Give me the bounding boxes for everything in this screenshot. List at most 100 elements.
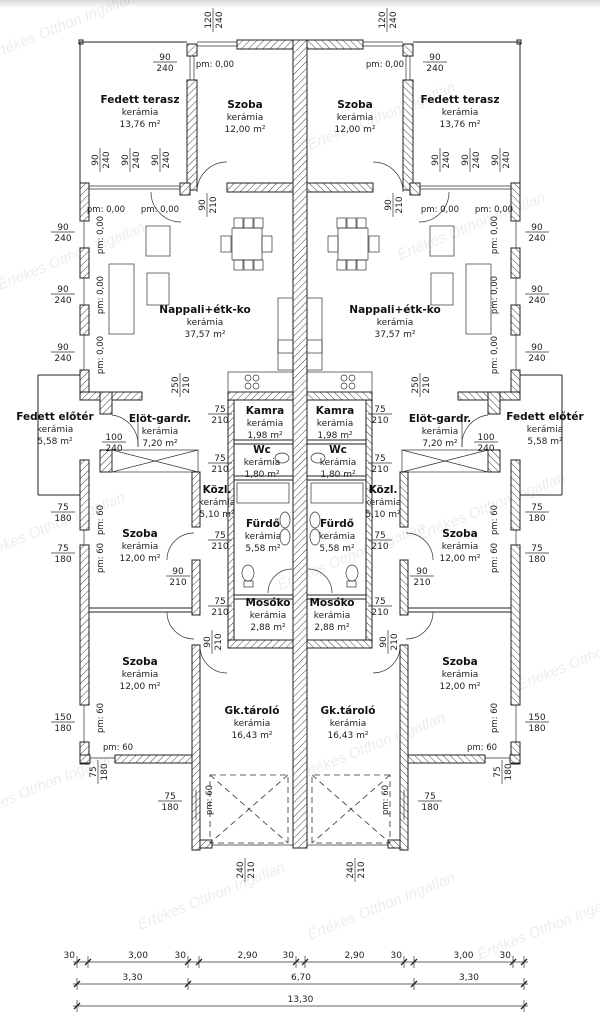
window-top-shadow — [0, 0, 600, 8]
chair-icon — [346, 217, 357, 229]
coffee-table-icon — [430, 272, 454, 306]
wall-service — [227, 399, 235, 649]
room-area-value: 5,58 — [319, 544, 342, 554]
wall-mosoko-bottom — [227, 639, 294, 649]
wall-szoba-left — [510, 741, 521, 765]
door-swing — [405, 532, 434, 561]
wall-pier — [186, 43, 198, 57]
sink-icon — [309, 528, 321, 546]
room-name: Gk.tároló — [321, 705, 376, 717]
skylight-box — [311, 774, 391, 844]
opening-width: 90 — [379, 636, 389, 648]
toilet-icon — [345, 564, 359, 582]
opening-height: 210 — [422, 376, 432, 393]
chair-icon — [253, 217, 264, 229]
room-name: Nappali+étk-ko — [349, 304, 440, 316]
watermark-text: Értékes Otthon Ingatlan — [305, 869, 458, 944]
room-name: Elöt-gardr. — [409, 413, 471, 425]
chair-icon — [336, 217, 347, 229]
wardrobe-x — [111, 449, 199, 473]
room-area-unit: m² — [273, 623, 286, 633]
room-area-unit: m² — [253, 125, 266, 135]
room-area-value: 12,00 — [439, 682, 468, 692]
opening-width: 90 — [431, 154, 441, 166]
sink-icon — [277, 339, 294, 354]
room-area-value: 12,00 — [439, 554, 468, 564]
opening-width: 90 — [531, 285, 543, 295]
wall-szoba-left — [79, 544, 90, 706]
wall-szoba-left — [79, 741, 90, 765]
room-area-unit: m² — [165, 439, 178, 449]
room-name: Fürdő — [320, 518, 354, 530]
wall-szoba-bottom — [79, 754, 91, 764]
room-area: 12,00 m² — [224, 125, 265, 135]
opening-height: 180 — [54, 724, 71, 734]
room-area-value: 5,58 — [37, 437, 60, 447]
room-name: Fürdő — [246, 518, 280, 530]
chair-icon — [327, 235, 339, 253]
wall-living-bottom — [306, 391, 373, 401]
watermark-text: Értékes Otthon Ingatlan — [135, 859, 288, 934]
sill-height-label: pm: 60 — [96, 505, 106, 535]
sill-height-label: pm: 0,00 — [490, 336, 500, 374]
opening-width: 75 — [374, 454, 385, 464]
opening-height: 210 — [371, 542, 388, 552]
armchair-icon — [145, 225, 171, 257]
room-floor: kerámia — [199, 498, 235, 508]
opening-width: 90 — [429, 53, 441, 63]
opening-height: 240 — [54, 296, 71, 306]
room-area: 12,00 m² — [119, 682, 160, 692]
wall-pier — [179, 182, 191, 196]
room-area-value: 13,76 — [119, 120, 148, 130]
bathtub-icon — [236, 482, 290, 504]
wall-living-left — [510, 182, 521, 222]
wall-garage-bottom — [199, 839, 213, 849]
wall-szoba-right — [191, 471, 201, 528]
room-floor: kerámia — [244, 458, 280, 468]
room-area-unit: m² — [148, 682, 161, 692]
door-swing — [372, 645, 401, 674]
opening-height: 210 — [395, 196, 405, 213]
room-area: 12,00 m² — [439, 682, 480, 692]
opening-height: 210 — [211, 542, 228, 552]
room-area: 5,58 m² — [319, 544, 355, 554]
stove-burner-icon — [348, 382, 356, 390]
room-name: Gk.tároló — [225, 705, 280, 717]
dimension-slash — [520, 980, 528, 988]
chair-icon — [356, 259, 367, 271]
room-floor: kerámia — [365, 498, 401, 508]
wall-living-bottom — [227, 391, 294, 401]
wall-top-szoba — [306, 39, 364, 50]
sill-height-label: pm: 60 — [381, 785, 391, 815]
left-unit-walls — [37, 39, 294, 851]
dimension-slash — [184, 958, 192, 966]
wardrobe-x — [401, 449, 489, 473]
wall-living-left — [79, 247, 90, 279]
room-floor: kerámia — [245, 532, 281, 542]
opening-width: 75 — [164, 792, 175, 802]
room-floor: kerámia — [320, 458, 356, 468]
opening-height: 240 — [54, 354, 71, 364]
room-area-value: 37,57 — [374, 330, 403, 340]
opening-height: 210 — [211, 608, 228, 618]
wall-living-left — [510, 304, 521, 336]
toilet-icon — [310, 452, 326, 464]
opening-height: 180 — [528, 514, 545, 524]
